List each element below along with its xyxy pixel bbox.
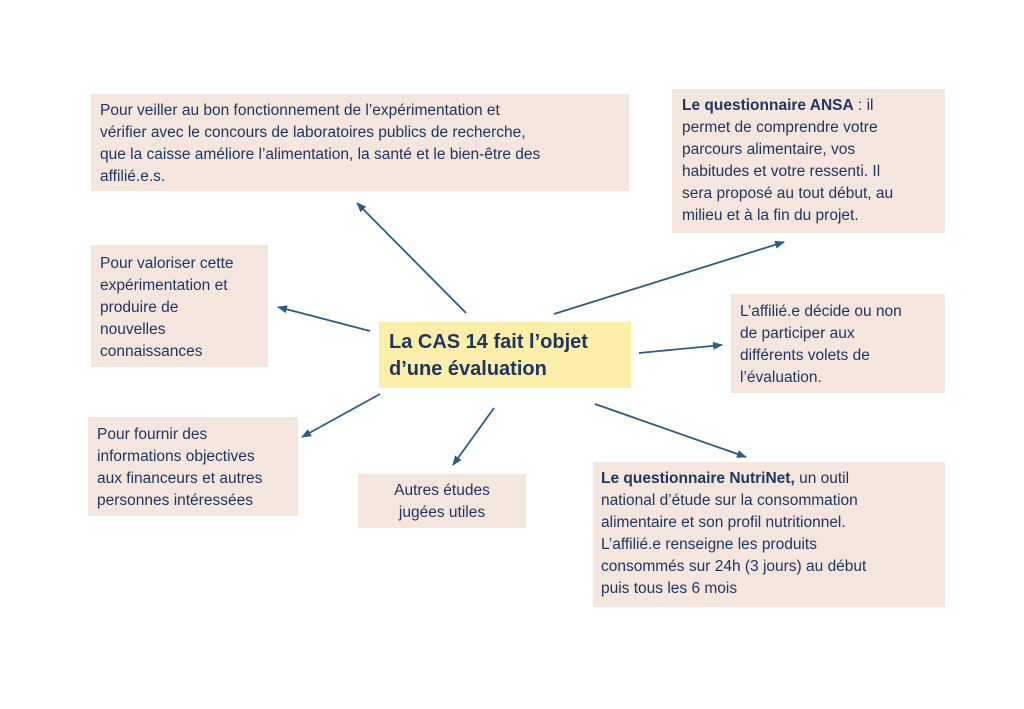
box-text-line: puis tous les 6 mois <box>601 580 738 597</box>
box-nutrinet-questionnaire: Le questionnaire NutriNet, un outil nati… <box>593 462 945 607</box>
box-valorize-purpose: Pour valoriser cette expérimentation et … <box>91 245 268 367</box>
nutrinet-title: Le questionnaire NutriNet, <box>601 470 795 487</box>
arrow-to-left-bottom-box <box>301 393 381 438</box>
box-text-line: que la caisse améliore l’alimentation, l… <box>100 146 541 163</box>
box-text-line: Pour veiller au bon fonctionnement de l’… <box>100 102 500 119</box>
box-text-line: aux financeurs et autres <box>97 470 263 487</box>
arrow-to-right-bottom-box <box>594 403 747 458</box>
box-other-studies: Autres études jugées utiles <box>358 474 526 528</box>
box-text-line: vérifier avec le concours de laboratoire… <box>100 124 526 141</box>
central-topic-line-1: La CAS 14 fait l’objet <box>389 331 588 353</box>
box-text-line: permet de comprendre votre <box>682 119 878 136</box>
box-text-line: expérimentation et <box>100 277 228 294</box>
box-text-line: consommés sur 24h (3 jours) au début <box>601 558 867 575</box>
box-text-line: différents volets de <box>740 347 870 364</box>
box-text-line: habitudes et votre ressenti. Il <box>682 163 881 180</box>
box-text-line: de participer aux <box>740 325 855 342</box>
box-text-line: parcours alimentaire, vos <box>682 141 856 158</box>
arrow-to-top-box <box>356 202 467 314</box>
box-text-line: L’affilié.e renseigne les produits <box>601 536 817 553</box>
arrow-to-bottom-center-box <box>452 407 495 466</box>
box-text-line: personnes intéressées <box>97 492 253 509</box>
box-text-line: informations objectives <box>97 448 255 465</box>
box-text-line: Autres études <box>394 482 490 499</box>
arrow-to-left-mid-box <box>277 305 371 332</box>
central-topic-line-2: d’une évaluation <box>389 358 547 380</box>
arrow-to-right-mid-box <box>638 341 723 354</box>
box-text-line: jugées utiles <box>398 504 486 521</box>
box-participation-choice: L’affilié.e décide ou non de participer … <box>731 294 945 393</box>
box-text-line: sera proposé au tout début, au <box>682 185 894 202</box>
box-text-line: Pour valoriser cette <box>100 255 234 272</box>
box-monitoring-purpose: Pour veiller au bon fonctionnement de l’… <box>91 94 629 191</box>
box-text-line: Le questionnaire NutriNet, un outil <box>601 468 937 490</box>
box-text-span: : il <box>853 97 874 114</box>
box-text-line: Le questionnaire ANSA : il <box>682 95 935 117</box>
box-text-line: milieu et à la fin du projet. <box>682 207 859 224</box>
box-text-line: connaissances <box>100 343 203 360</box>
box-information-purpose: Pour fournir des informations objectives… <box>88 417 298 516</box>
box-text-span: un outil <box>794 470 850 487</box>
box-text-line: L’affilié.e décide ou non <box>740 303 902 320</box>
ansa-title: Le questionnaire ANSA <box>682 97 854 114</box>
arrow-to-right-top-box <box>553 240 785 315</box>
box-text-line: national d’étude sur la consommation <box>601 492 858 509</box>
box-text-line: alimentaire et son profil nutritionnel. <box>601 514 846 531</box>
box-text-line: l’évaluation. <box>740 369 822 386</box>
central-topic: La CAS 14 fait l’objet d’une évaluation <box>379 322 631 388</box>
box-text-line: nouvelles <box>100 321 166 338</box>
box-text-line: affilié.e.s. <box>100 168 166 185</box>
box-text-line: Pour fournir des <box>97 426 208 443</box>
box-ansa-questionnaire: Le questionnaire ANSA : il permet de com… <box>672 89 945 233</box>
box-text-line: produire de <box>100 299 179 316</box>
